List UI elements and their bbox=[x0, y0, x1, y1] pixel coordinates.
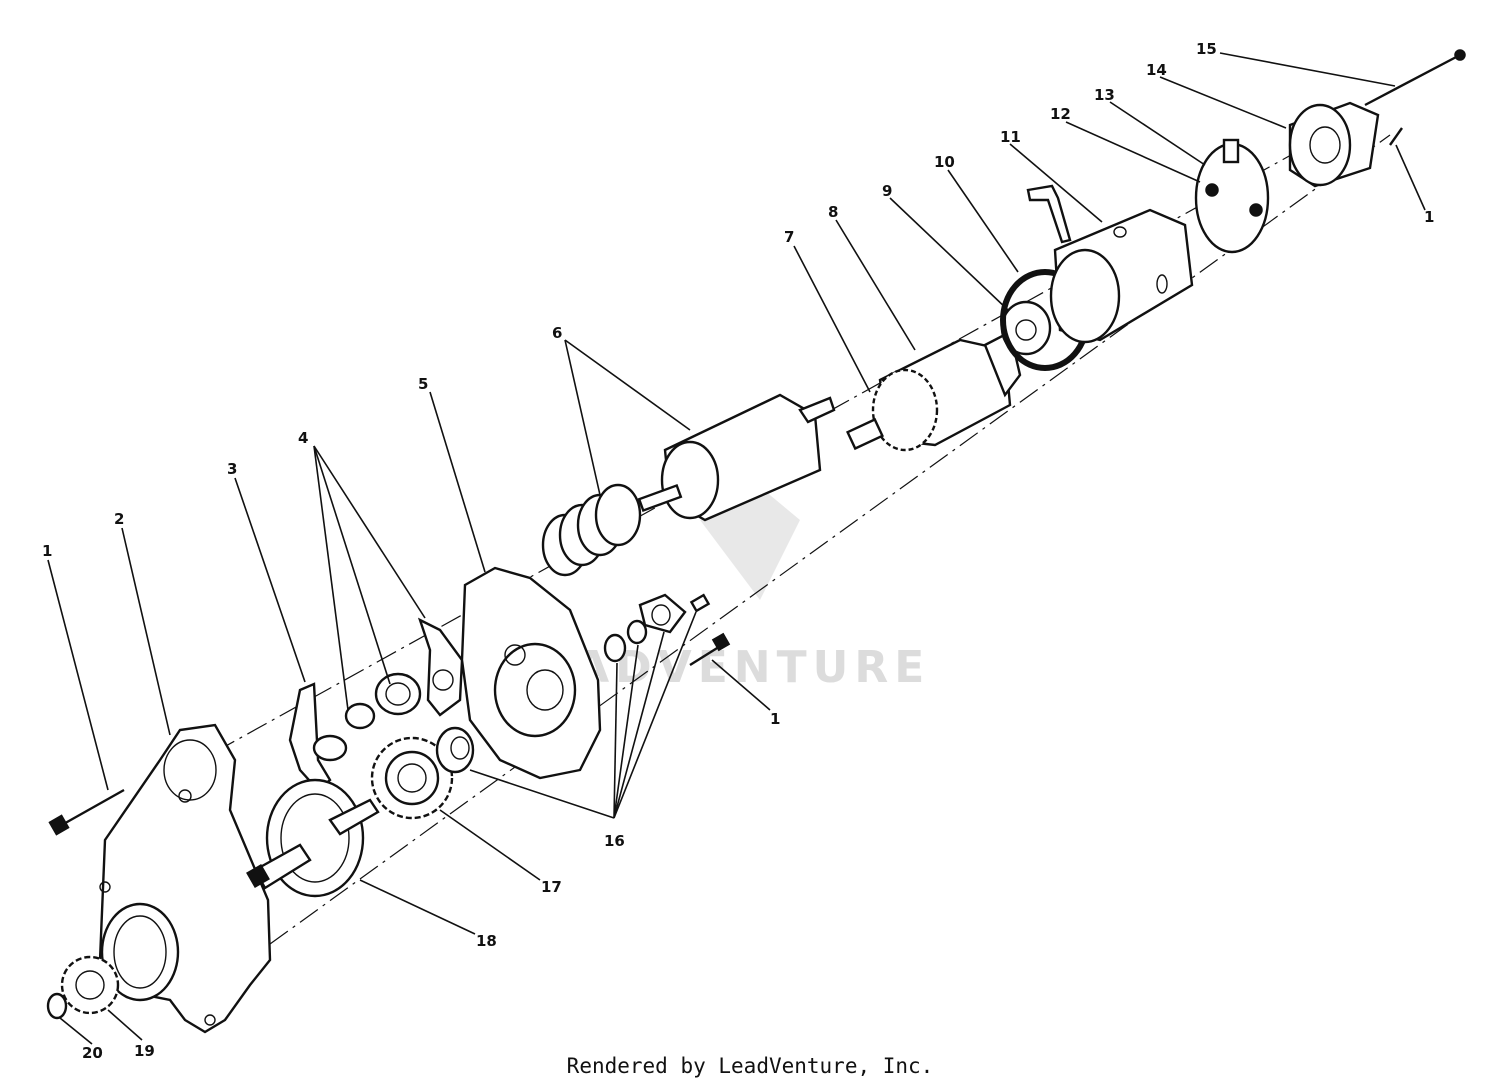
part-drive-housing bbox=[98, 723, 272, 1034]
part-bolt-middle bbox=[689, 632, 731, 667]
part-through-bolt bbox=[1364, 49, 1466, 146]
part-bolt-left bbox=[48, 788, 125, 836]
part-solenoid bbox=[541, 393, 836, 577]
callout-17: 17 bbox=[541, 878, 562, 896]
callout-labels: 1 2 3 4 5 6 7 8 9 10 11 12 13 14 15 1 1 … bbox=[42, 40, 1434, 1062]
callout-8: 8 bbox=[828, 203, 838, 221]
callout-5: 5 bbox=[418, 375, 428, 393]
callout-16: 16 bbox=[604, 832, 625, 850]
footer-credit: Rendered by LeadVenture, Inc. bbox=[566, 1054, 934, 1078]
callout-3: 3 bbox=[227, 460, 237, 478]
part-shift-lever bbox=[288, 682, 348, 792]
part-springs bbox=[344, 617, 464, 730]
callout-1-left: 1 bbox=[42, 542, 52, 560]
callout-13: 13 bbox=[1094, 86, 1115, 104]
part-end-cap bbox=[1288, 101, 1380, 188]
callout-19: 19 bbox=[134, 1042, 155, 1060]
part-field-frame bbox=[1026, 184, 1194, 344]
part-pinion-gear bbox=[46, 955, 120, 1020]
callout-2: 2 bbox=[114, 510, 124, 528]
callout-1-middle: 1 bbox=[770, 710, 780, 728]
callout-9: 9 bbox=[882, 182, 892, 200]
leader-lines bbox=[47, 52, 1426, 1045]
callout-12: 12 bbox=[1050, 105, 1071, 123]
part-brush-holder bbox=[1194, 138, 1270, 254]
part-gear bbox=[370, 736, 454, 820]
callout-1-right: 1 bbox=[1424, 208, 1434, 226]
part-pinion-shaft bbox=[246, 778, 380, 898]
callout-6: 6 bbox=[552, 324, 562, 342]
part-gear-housing bbox=[460, 566, 602, 780]
callout-14: 14 bbox=[1146, 61, 1167, 79]
callout-18: 18 bbox=[476, 932, 497, 950]
callout-15: 15 bbox=[1196, 40, 1217, 58]
callout-20: 20 bbox=[82, 1044, 103, 1062]
part-armature bbox=[846, 330, 1022, 452]
callout-11: 11 bbox=[1000, 128, 1021, 146]
callout-10: 10 bbox=[934, 153, 955, 171]
part-washers-plate bbox=[435, 593, 711, 774]
callout-4: 4 bbox=[298, 429, 308, 447]
callout-7: 7 bbox=[784, 228, 794, 246]
